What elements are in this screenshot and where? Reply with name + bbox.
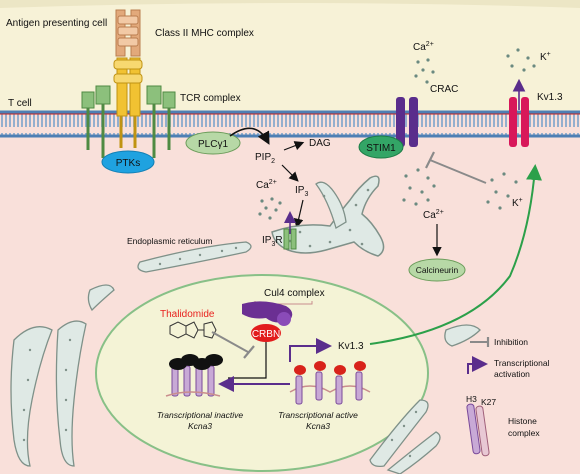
k-top-label: K+ bbox=[540, 51, 551, 63]
k-mid-label: K+ bbox=[512, 197, 523, 209]
er-tubes-right bbox=[369, 324, 481, 474]
tcr-complex bbox=[81, 57, 176, 158]
kv13-nucleus-label: Kv1.3 bbox=[338, 341, 364, 352]
plc-to-pip2-arrow bbox=[229, 127, 270, 145]
histone-icon bbox=[466, 403, 490, 457]
k-mid-dots bbox=[486, 172, 518, 210]
ca-top-label: Ca2+ bbox=[413, 41, 434, 53]
thalidomide-label: Thalidomide bbox=[160, 309, 215, 320]
inactive-chromatin bbox=[165, 354, 223, 397]
stim1-node bbox=[358, 135, 404, 159]
thalidomide-inhibition-line bbox=[211, 331, 249, 353]
k-inhibits-crac-bar bbox=[425, 151, 435, 169]
cul4-label: Cul4 complex bbox=[264, 288, 325, 299]
stim1-label: STIM1 bbox=[366, 143, 396, 154]
crbn-label: CRBN bbox=[252, 329, 280, 340]
apc-boundary bbox=[0, 0, 580, 8]
legend-activation-label-1: Transcriptional bbox=[494, 358, 550, 368]
calcineurin-label: Calcineurin bbox=[416, 265, 459, 275]
nucleus bbox=[95, 274, 429, 472]
ptks-label: PTKs bbox=[116, 158, 140, 169]
crbn-to-inactive-arrow bbox=[228, 342, 267, 379]
thalidomide-inhibition-bar bbox=[243, 345, 255, 359]
kv13-channel bbox=[509, 97, 529, 147]
endoplasmic-reticulum bbox=[271, 175, 385, 257]
ca-top-dots bbox=[414, 58, 435, 84]
er-tubes-right-dots bbox=[390, 410, 418, 458]
activation-arrow-icon bbox=[467, 356, 488, 374]
cul4-complex bbox=[242, 301, 293, 326]
ca-mid-label: Ca2+ bbox=[423, 209, 444, 221]
inactive-label-1: Transcriptional inactive bbox=[157, 410, 244, 420]
er-tube-dots bbox=[158, 246, 238, 266]
ca-left-label: Ca2+ bbox=[256, 179, 277, 191]
legend-activation-label-2: activation bbox=[494, 369, 530, 379]
tcr-label: TCR complex bbox=[180, 93, 241, 104]
crbn-to-kv13-arrow bbox=[289, 338, 332, 362]
crac-channel bbox=[396, 97, 418, 147]
ip3-receptor bbox=[283, 228, 297, 250]
calcineurin-node bbox=[408, 258, 466, 282]
ip3-to-receptor-arrow bbox=[293, 199, 304, 229]
pip2-to-dag-arrow bbox=[283, 141, 305, 151]
ip3-label: IP3 bbox=[295, 185, 308, 198]
ca-left-dots bbox=[258, 197, 282, 220]
tcell-label: T cell bbox=[8, 98, 32, 109]
dag-label: DAG bbox=[309, 138, 331, 149]
k-inhibits-crac-line bbox=[429, 159, 487, 184]
ca-mid-dots bbox=[402, 168, 436, 206]
k-top-dots bbox=[506, 48, 536, 72]
h3-label: H3 bbox=[466, 394, 477, 404]
mhc-complex bbox=[115, 9, 141, 57]
kv13-expression-arrow bbox=[369, 164, 543, 345]
legend-histone-label-2: complex bbox=[508, 428, 540, 438]
plc-label: PLCγ1 bbox=[198, 139, 228, 150]
crac-label: CRAC bbox=[430, 84, 458, 95]
legend-histone-label-1: Histone bbox=[508, 416, 537, 426]
kv13-top-label: Kv1.3 bbox=[537, 92, 563, 103]
apc-label: Antigen presenting cell bbox=[6, 18, 107, 29]
er-dots bbox=[288, 188, 370, 248]
active-label-2: Kcna3 bbox=[306, 421, 330, 431]
ip3r-label: IP3R bbox=[262, 235, 283, 248]
mhc-label: Class II MHC complex bbox=[155, 28, 254, 39]
legend-inhibition-label: Inhibition bbox=[494, 337, 528, 347]
er-tube-top bbox=[137, 241, 252, 273]
er-label: Endoplasmic reticulum bbox=[127, 236, 213, 246]
er-tubes-left bbox=[10, 284, 115, 467]
pip2-to-ip3-arrow bbox=[281, 164, 299, 182]
plc-node bbox=[185, 131, 241, 155]
active-chromatin bbox=[289, 361, 371, 405]
er-branch bbox=[315, 181, 347, 229]
ptks-node bbox=[101, 150, 155, 174]
crbn-node bbox=[251, 324, 281, 342]
plasma-membrane bbox=[0, 110, 580, 138]
active-label-1: Transcriptional active bbox=[278, 410, 358, 420]
k27-label: K27 bbox=[481, 397, 496, 407]
er-tubes-left-dots bbox=[22, 338, 72, 442]
pip2-label: PIP2 bbox=[255, 152, 275, 165]
inactive-label-2: Kcna3 bbox=[188, 421, 212, 431]
